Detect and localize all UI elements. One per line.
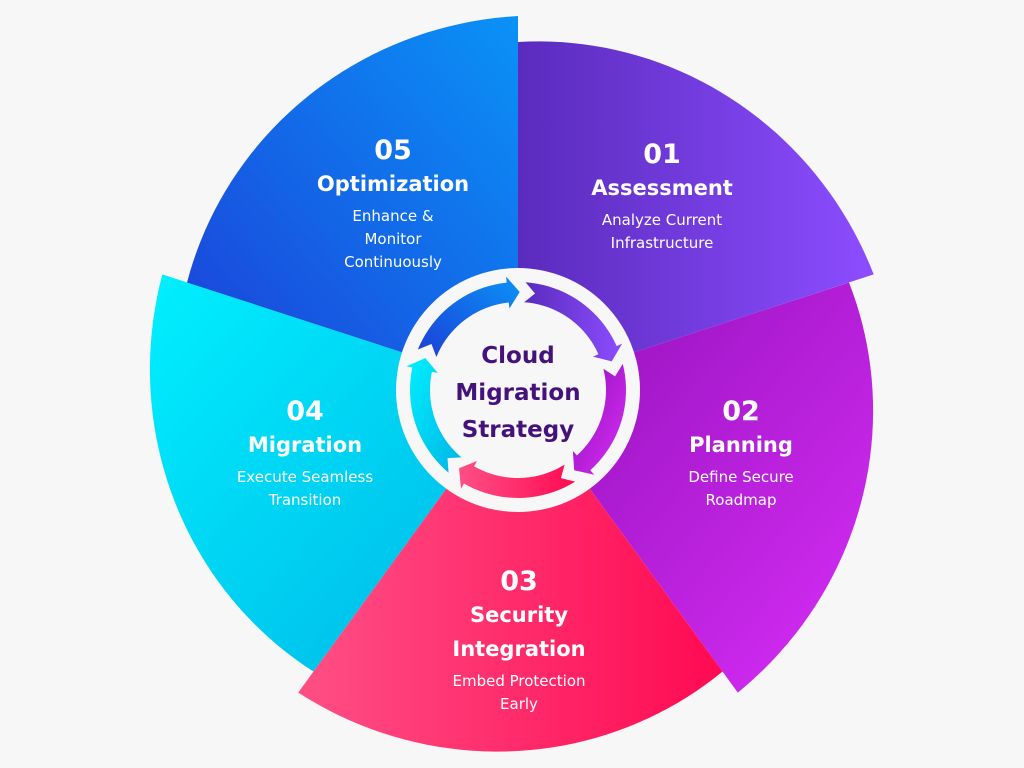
segment-03-label: 03 Security Integration Embed Protection… bbox=[452, 566, 585, 716]
segment-desc: Analyze Current bbox=[601, 211, 723, 229]
cycle-arrow-icon bbox=[524, 282, 623, 362]
segment-desc: Early bbox=[500, 695, 538, 713]
segment-desc: Execute Seamless bbox=[236, 468, 374, 486]
segment-number: 04 bbox=[286, 396, 324, 427]
segment-title: Planning bbox=[689, 433, 793, 457]
center-ring bbox=[396, 268, 640, 512]
segment-desc: Transition bbox=[268, 491, 342, 509]
center-title-line: Cloud bbox=[481, 343, 555, 369]
segment-number: 03 bbox=[500, 566, 538, 597]
segment-desc: Roadmap bbox=[705, 491, 777, 509]
segment-desc: Embed Protection bbox=[452, 672, 586, 690]
segment-title: Security bbox=[469, 603, 569, 627]
segment-number: 05 bbox=[374, 135, 412, 166]
center-title: Cloud Migration Strategy bbox=[428, 338, 608, 449]
segment-title: Integration bbox=[452, 637, 586, 661]
center-title-line: Migration bbox=[455, 380, 581, 406]
segment-title: Migration bbox=[247, 433, 363, 457]
segment-desc: Continuously bbox=[344, 253, 442, 271]
segment-desc: Monitor bbox=[364, 230, 422, 248]
segment-number: 02 bbox=[722, 396, 760, 427]
segment-desc: Enhance & bbox=[352, 207, 434, 225]
segment-01-wedge bbox=[518, 41, 874, 391]
segment-desc: Define Secure bbox=[688, 468, 794, 486]
center-title-line: Strategy bbox=[461, 417, 575, 443]
cycle-arrow-icon bbox=[406, 358, 462, 473]
cycle-arrow-icon bbox=[459, 461, 576, 498]
segment-03-wedge bbox=[298, 390, 723, 752]
segment-title: Optimization bbox=[316, 172, 470, 196]
cycle-arrow-icon bbox=[572, 363, 626, 475]
segment-title: Assessment bbox=[591, 176, 733, 200]
segment-05-wedge bbox=[187, 16, 518, 390]
cycle-arrow-icon bbox=[417, 276, 520, 358]
segment-desc: Infrastructure bbox=[610, 234, 714, 252]
segment-number: 01 bbox=[643, 139, 681, 170]
